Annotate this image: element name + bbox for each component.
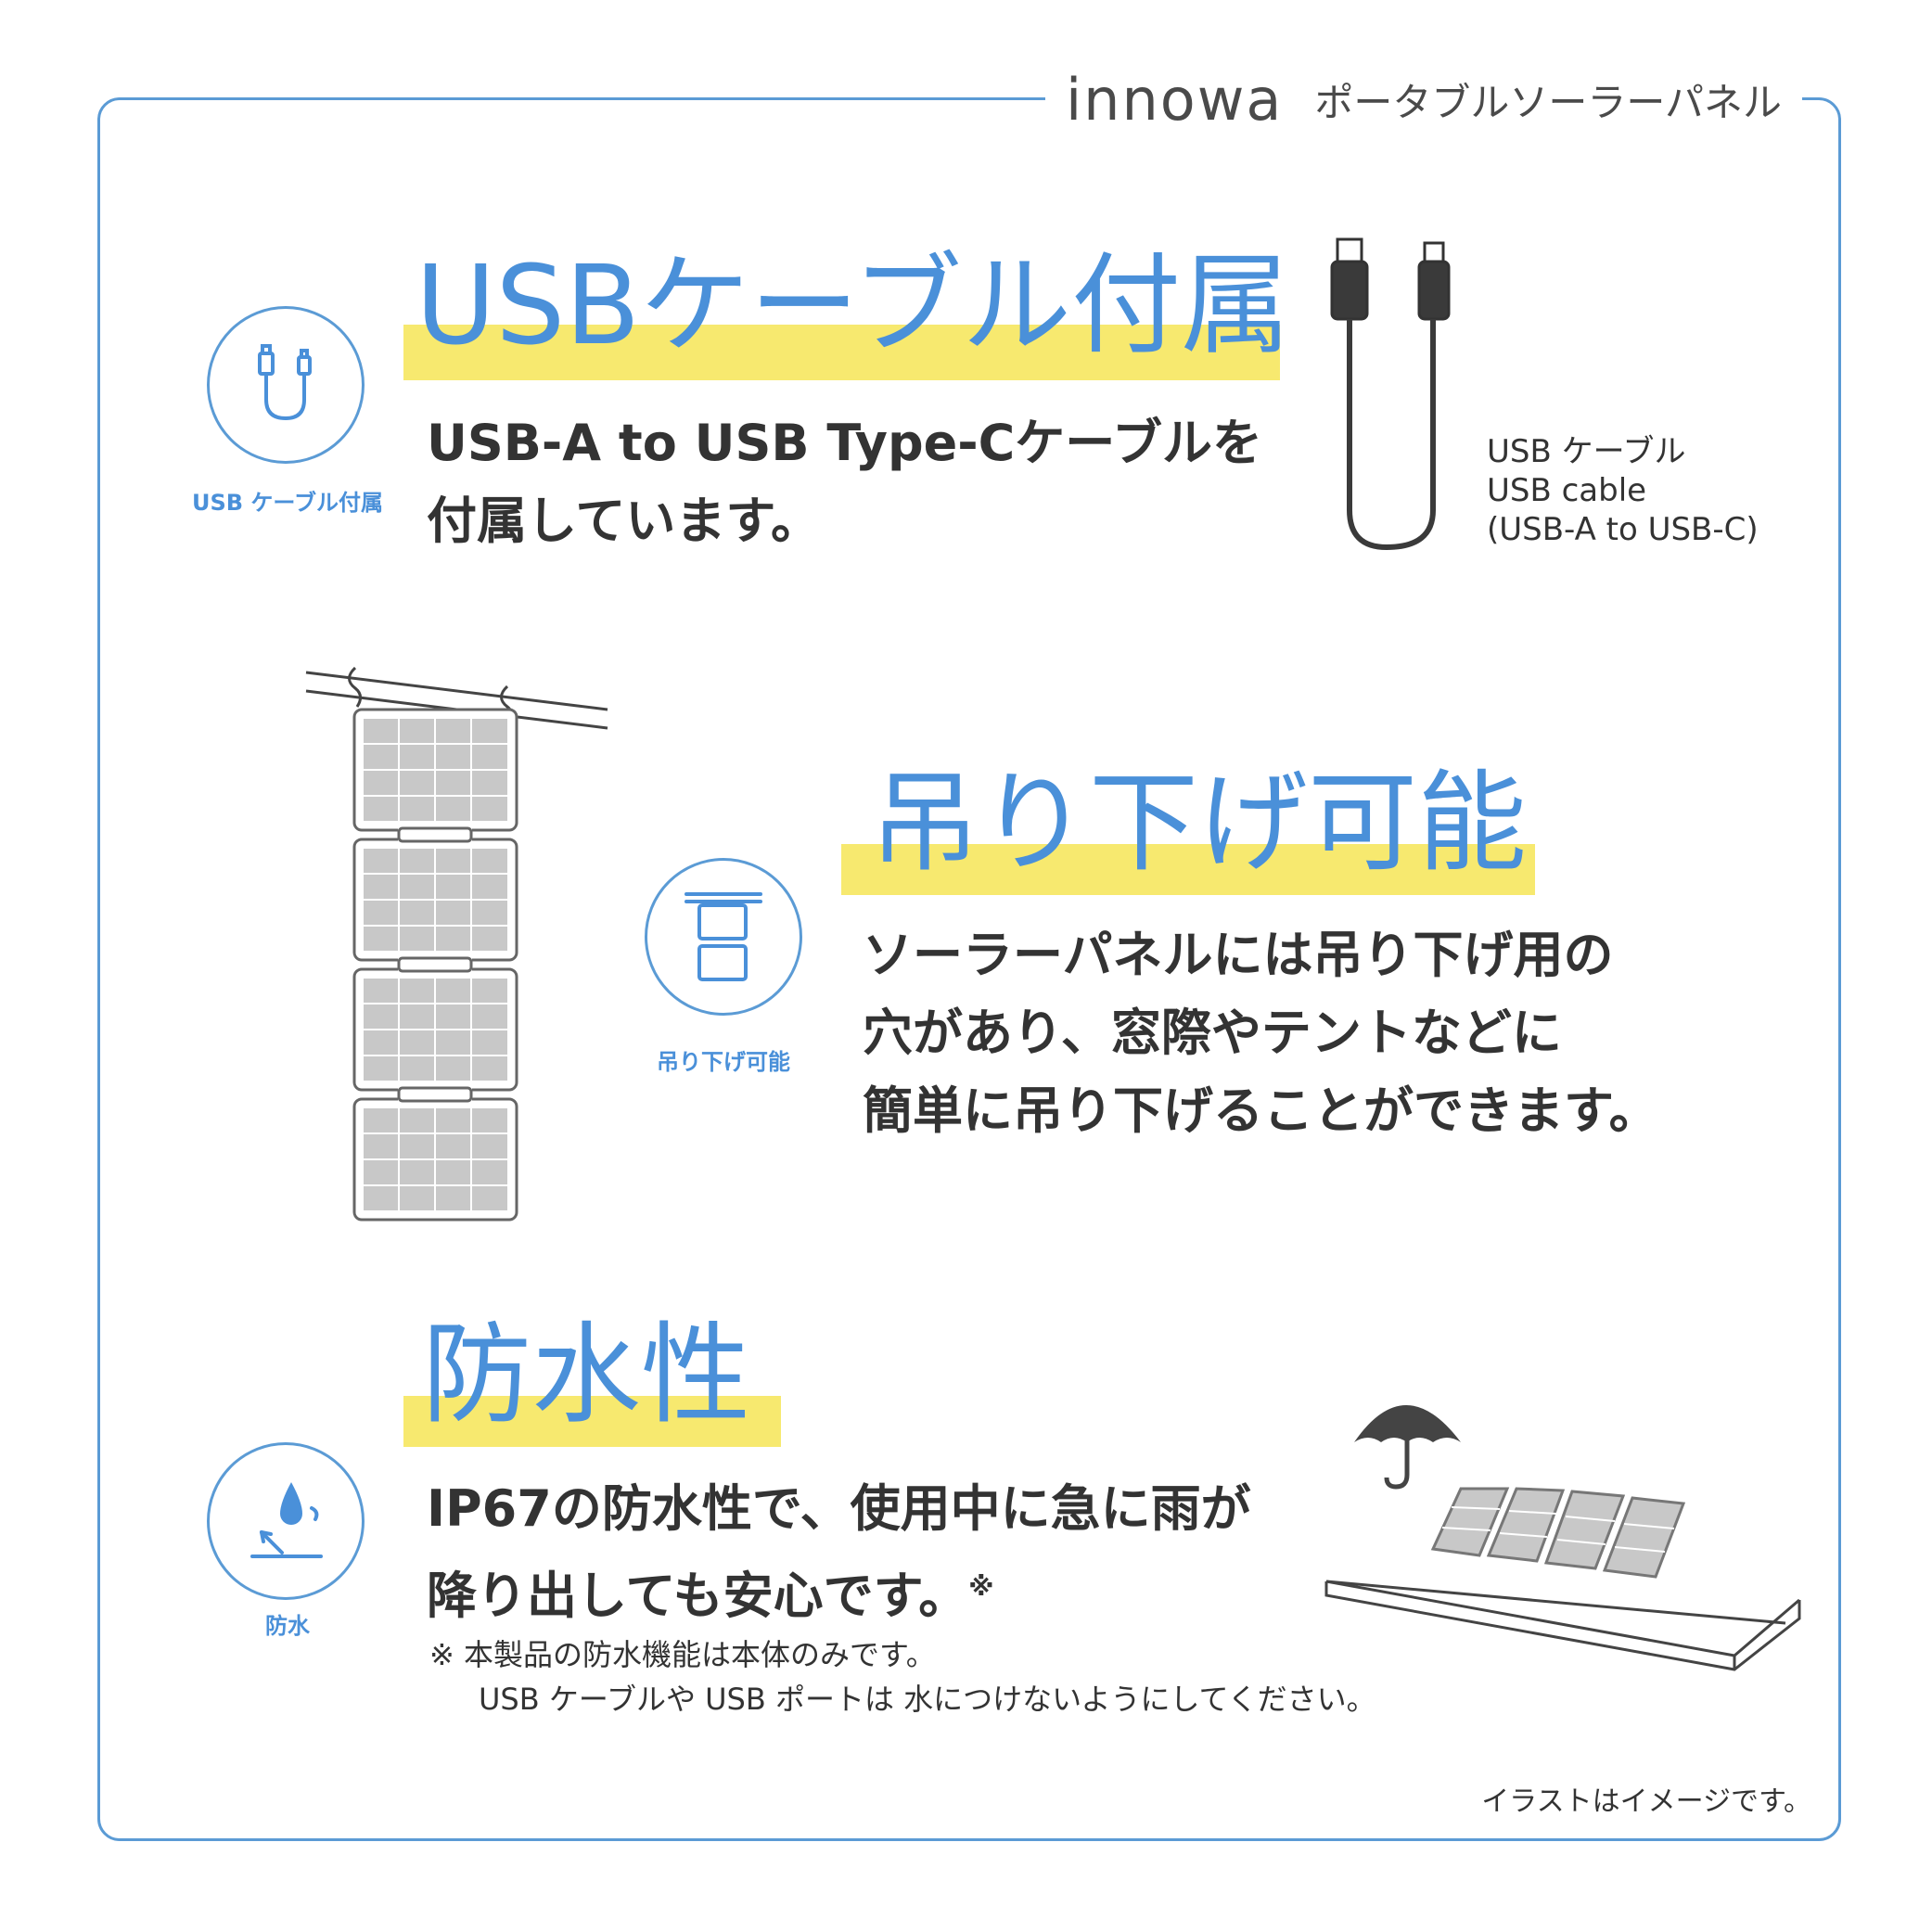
water-note: ※ 本製品の防水機能は本体のみです。 USB ケーブルや USB ポートは 水に… (429, 1632, 1376, 1721)
water-drop-icon (250, 1482, 323, 1558)
water-icon-circle (207, 1442, 365, 1600)
hang-body-line-2: 穴があり、窓際やテントなどに (863, 1004, 1562, 1062)
water-body-text: IP67の防水性で、使用中に急に雨が 降り出しても安心です。※ (427, 1470, 1251, 1635)
illustration-disclaimer: イラストはイメージです。 (1481, 1785, 1811, 1818)
usb-body-text: USB-A to USB Type-Cケーブルを 付属しています。 (427, 404, 1262, 560)
usb-icon-circle (207, 306, 365, 464)
usb-cable-illustration (1330, 237, 1451, 551)
hang-title-highlight (841, 844, 1535, 895)
usb-body-line-1: USB-A to USB Type-Cケーブルを (427, 414, 1263, 472)
usb-caption-line-1: USB ケーブル (1487, 433, 1686, 470)
water-note-line-1: ※ 本製品の防水機能は本体のみです。 (429, 1637, 936, 1672)
hang-body-line-3: 簡単に吊り下げることができます。 (863, 1081, 1659, 1140)
usb-cable-caption: USB ケーブル USB cable (USB-A to USB-C) (1487, 432, 1759, 549)
water-body-line-1: IP67の防水性で、使用中に急に雨が (427, 1479, 1251, 1538)
usb-icon-label: USB ケーブル付属 (192, 490, 383, 516)
water-title-highlight (403, 1396, 781, 1447)
header-title: ポータブルソーラーパネル (1314, 79, 1782, 125)
umbrella-panels-illustration (1324, 1405, 1801, 1671)
usb-title-highlight (403, 325, 1280, 380)
water-note-line-2: USB ケーブルや USB ポートは 水につけないようにしてください。 (479, 1682, 1376, 1717)
header: innowa ポータブルソーラーパネル (1044, 65, 1802, 134)
water-body-line-2: 降り出しても安心です。※ (427, 1548, 1251, 1635)
usb-caption-line-2: USB cable (1487, 472, 1647, 509)
hang-icon-label: 吊り下げ可能 (657, 1049, 790, 1075)
hanging-panels-illustration (305, 666, 608, 1222)
hanging-panel-icon (685, 892, 762, 981)
usb-cable-icon (258, 344, 312, 421)
hang-body-line-1: ソーラーパネルには吊り下げ用の (863, 926, 1614, 984)
umbrella-icon (1354, 1405, 1461, 1490)
usb-body-line-2: 付属しています。 (427, 492, 821, 550)
water-icon-label: 防水 (265, 1613, 310, 1639)
hang-body-text: ソーラーパネルには吊り下げ用の 穴があり、窓際やテントなどに 簡単に吊り下げるこ… (863, 916, 1659, 1150)
usb-section-title: USBケーブル付属 (416, 241, 1291, 369)
water-body-line-2-text: 降り出しても安心です。 (427, 1567, 969, 1625)
hang-section-title: 吊り下げ可能 (870, 759, 1528, 887)
hang-icon-circle (645, 858, 802, 1016)
water-body-mark: ※ (968, 1571, 994, 1602)
content-frame (97, 97, 1841, 1841)
usb-caption-line-3: (USB-A to USB-C) (1487, 511, 1759, 548)
water-section-title: 防水性 (422, 1311, 751, 1439)
brand-logo: innowa (1065, 65, 1284, 134)
